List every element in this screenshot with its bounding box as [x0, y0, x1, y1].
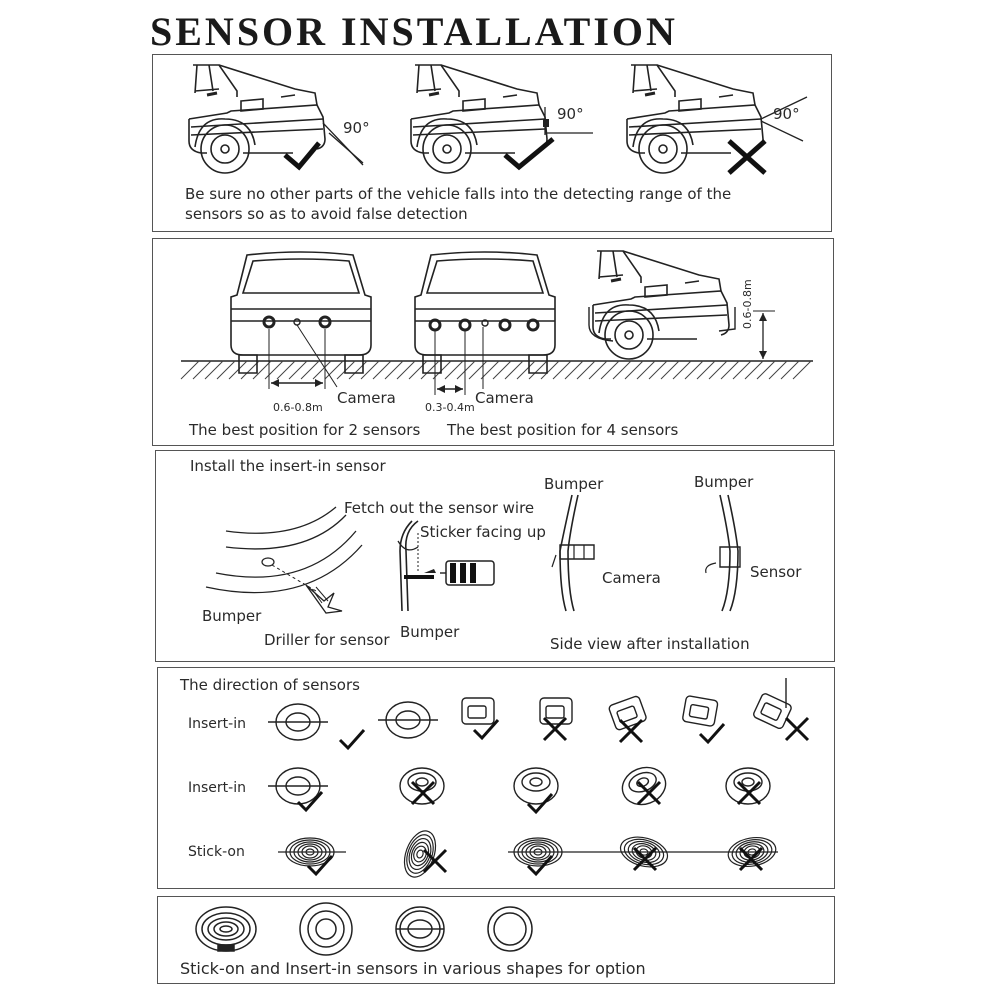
camera-label: Camera	[602, 569, 661, 587]
caption-4-sensors: The best position for 4 sensors	[447, 421, 679, 439]
fetch-wire-label: Fetch out the sensor wire	[344, 499, 535, 517]
bumper-label-sensor: Bumper	[694, 473, 754, 491]
distance-label-2-sensors: 0.6-0.8m	[273, 401, 323, 414]
angle-label-1: 90°	[343, 119, 370, 137]
panel-direction-of-sensors: The direction of sensors Insert-in Inser…	[157, 667, 835, 889]
panel-install-insert-in: Install the insert-in sensor Fetch out t…	[155, 450, 835, 662]
install-heading: Install the insert-in sensor	[190, 457, 386, 475]
caption-line-2: sensors so as to avoid false detection	[185, 205, 468, 223]
caption-line-1: Be sure no other parts of the vehicle fa…	[185, 185, 732, 203]
side-view-caption: Side view after installation	[550, 635, 750, 653]
row-label-insert-in-2: Insert-in	[188, 780, 246, 796]
sensor-label: Sensor	[750, 563, 802, 581]
bumper-label-camera: Bumper	[544, 475, 604, 493]
driller-label: Driller for sensor	[264, 631, 390, 649]
car-rear-views	[153, 249, 835, 447]
height-label: 0.6-0.8m	[741, 279, 754, 329]
camera-label-1: Camera	[337, 389, 396, 407]
row-label-stick-on: Stick-on	[188, 844, 245, 860]
panel-sensor-shapes: Stick-on and Insert-in sensors in variou…	[157, 896, 835, 984]
page-title: SENSOR INSTALLATION	[150, 9, 678, 54]
panel-detecting-range: 90° 90° 90° Be sure no other parts of th…	[152, 54, 832, 232]
caption-2-sensors: The best position for 2 sensors	[189, 421, 421, 439]
shapes-caption: Stick-on and Insert-in sensors in variou…	[180, 959, 646, 978]
angle-label-2: 90°	[557, 105, 584, 123]
camera-label-2: Camera	[475, 389, 534, 407]
sticker-label: Sticker facing up	[420, 523, 546, 541]
panel-best-position: 0.6-0.8m Camera 0.3-0.4m Camera 0.6-0.8m…	[152, 238, 834, 446]
direction-heading: The direction of sensors	[180, 676, 360, 694]
bumper-label-mid: Bumper	[400, 623, 460, 641]
row-label-insert-in-1: Insert-in	[188, 716, 246, 732]
angle-label-3: 90°	[773, 105, 800, 123]
installation-steps	[156, 451, 836, 663]
bumper-label-left: Bumper	[202, 607, 262, 625]
sensor-direction-grid	[267, 668, 810, 882]
sensor-shape-options	[158, 897, 836, 985]
car-side-views	[187, 63, 833, 233]
distance-label-4-sensors: 0.3-0.4m	[425, 401, 475, 414]
